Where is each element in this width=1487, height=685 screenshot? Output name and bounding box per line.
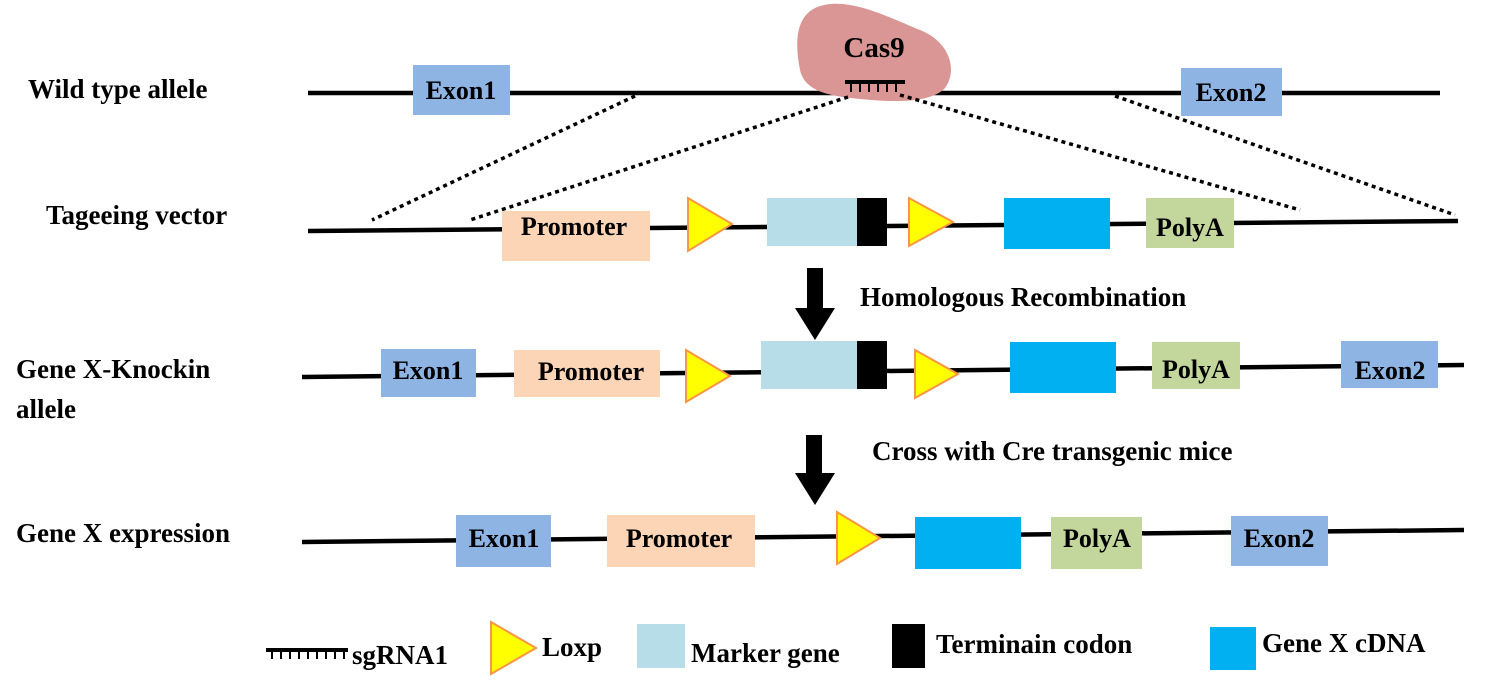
wild-type-exon1-label: Exon1 — [426, 76, 497, 105]
legend-gene-x-cdna-label: Gene X cDNA — [1262, 628, 1426, 658]
vector-promoter-box — [502, 211, 650, 261]
legend-sgrna-label: sgRNA1 — [352, 640, 448, 670]
gene-x-expression-label: Gene X expression — [16, 518, 230, 548]
cre-cross-label: Cross with Cre transgenic mice — [872, 436, 1232, 466]
vector-loxp1-triangle — [687, 196, 734, 253]
expression-exon2-box — [1231, 516, 1328, 566]
knockin-promoter-label: Promoter — [538, 357, 644, 386]
legend-sgrna-icon — [266, 648, 348, 659]
knockin-promoter-box — [514, 350, 660, 397]
right-homology-arm-inner-line — [899, 93, 1301, 212]
knockin-polya-box — [1152, 342, 1240, 389]
expression-exon2-label: Exon2 — [1244, 524, 1315, 553]
legend: sgRNA1 Loxp Marker gene Terminain codon … — [266, 620, 1426, 676]
expression-gene-x-cdna-box — [915, 517, 1021, 569]
knockin-loxp2-triangle — [914, 348, 961, 400]
expression-polya-label: PolyA — [1063, 524, 1131, 553]
vector-loxp2-triangle — [908, 196, 956, 248]
wild-type-exon2-box — [1181, 68, 1282, 116]
expression-exon1-box — [456, 515, 551, 567]
cre-cross-arrow — [795, 435, 835, 505]
homologous-recombination-label: Homologous Recombination — [860, 282, 1186, 312]
vector-promoter-label: Promoter — [521, 212, 627, 241]
knockin-allele-label-line1: Gene X-Knockin — [16, 354, 210, 384]
cas9-label: Cas9 — [843, 32, 904, 64]
legend-stop-codon-label: Terminain codon — [936, 629, 1132, 659]
vector-marker-gene-box — [767, 198, 857, 246]
vector-polya-box — [1146, 198, 1234, 248]
knockin-gene-x-cdna-box — [1010, 342, 1116, 393]
knockin-marker-gene-box — [761, 341, 857, 389]
expression-promoter-label: Promoter — [626, 524, 732, 553]
knockin-stop-codon-box — [857, 341, 887, 389]
right-homology-arm-outer-line — [1114, 94, 1456, 217]
knockin-exon1-box — [381, 349, 476, 397]
knockin-exon1-label: Exon1 — [393, 356, 464, 385]
legend-marker-gene-icon — [637, 624, 685, 668]
expression-exon1-label: Exon1 — [469, 524, 540, 553]
knockin-exon2-label: Exon2 — [1355, 356, 1426, 385]
cas9-protein-blob — [797, 3, 952, 102]
expression-loxp-triangle — [836, 510, 882, 566]
wild-type-exon2-label: Exon2 — [1196, 78, 1267, 107]
legend-stop-codon-icon — [892, 624, 925, 668]
knockin-allele-label-line2: allele — [16, 394, 76, 424]
left-homology-arm-inner-line — [469, 95, 849, 222]
targeting-vector-label: Tageeing vector — [46, 200, 227, 230]
wild-type-allele-label: Wild type allele — [28, 74, 208, 104]
vector-gene-x-cdna-box — [1004, 198, 1110, 249]
legend-gene-x-cdna-icon — [1210, 627, 1256, 670]
wild-type-exon1-box — [413, 65, 510, 115]
homologous-recombination-arrow — [795, 268, 835, 340]
sgrna-on-wild-type — [845, 80, 905, 92]
legend-loxp-icon — [490, 620, 538, 676]
knockin-loxp1-triangle — [685, 348, 732, 404]
expression-promoter-box — [607, 515, 755, 567]
legend-loxp-label: Loxp — [542, 632, 602, 662]
knockin-exon2-box — [1341, 341, 1438, 388]
vector-stop-codon-box — [857, 198, 887, 246]
knockin-polya-label: PolyA — [1162, 355, 1230, 384]
left-homology-arm-outer-line — [371, 94, 636, 222]
expression-polya-box — [1051, 517, 1142, 569]
legend-marker-gene-label: Marker gene — [691, 638, 840, 668]
vector-polya-label: PolyA — [1156, 213, 1224, 242]
